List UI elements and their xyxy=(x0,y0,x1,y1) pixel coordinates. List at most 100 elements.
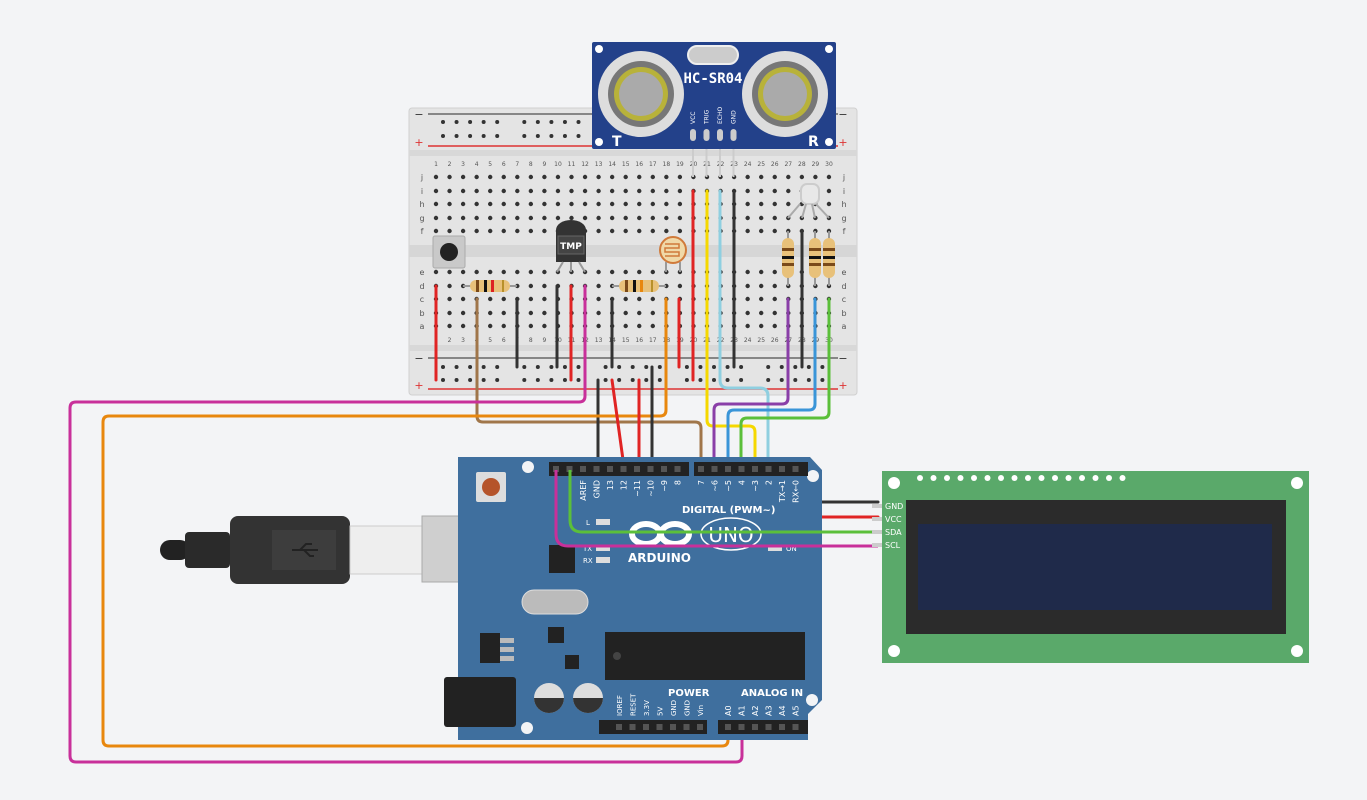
breadboard-hole[interactable] xyxy=(650,188,655,194)
breadboard-hole[interactable] xyxy=(637,310,642,316)
breadboard-hole[interactable] xyxy=(569,201,574,207)
breadboard-hole[interactable] xyxy=(623,174,628,180)
breadboard-hole[interactable] xyxy=(623,228,628,234)
breadboard-hole[interactable] xyxy=(664,201,669,207)
breadboard-hole[interactable] xyxy=(813,174,818,180)
rail-hole[interactable] xyxy=(779,378,784,382)
breadboard-hole[interactable] xyxy=(637,323,642,329)
rail-hole[interactable] xyxy=(468,378,473,382)
breadboard-hole[interactable] xyxy=(433,269,439,275)
breadboard-hole[interactable] xyxy=(637,188,642,194)
breadboard-hole[interactable] xyxy=(596,188,601,194)
breadboard-hole[interactable] xyxy=(488,228,493,234)
breadboard-hole[interactable] xyxy=(515,215,520,221)
breadboard-hole[interactable] xyxy=(542,201,547,207)
breadboard-hole[interactable] xyxy=(501,174,506,180)
wire-green-lcd-sda[interactable] xyxy=(568,470,878,534)
breadboard-hole[interactable] xyxy=(772,296,777,302)
rail-hole[interactable] xyxy=(522,134,527,138)
breadboard-hole[interactable] xyxy=(488,201,493,207)
rail-hole[interactable] xyxy=(535,378,540,382)
breadboard-hole[interactable] xyxy=(745,228,750,234)
rail-hole[interactable] xyxy=(441,120,445,124)
rail-hole[interactable] xyxy=(698,378,703,382)
digital-pin[interactable] xyxy=(765,466,772,472)
sensor-pin[interactable] xyxy=(717,129,723,141)
breadboard-hole[interactable] xyxy=(637,269,642,275)
breadboard-hole[interactable] xyxy=(488,296,493,302)
breadboard-hole[interactable] xyxy=(772,228,777,234)
breadboard-hole[interactable] xyxy=(677,188,683,194)
breadboard-hole[interactable] xyxy=(772,174,777,180)
digital-pin[interactable] xyxy=(620,466,627,472)
breadboard-hole[interactable] xyxy=(664,188,669,194)
digital-pin[interactable] xyxy=(634,466,640,472)
breadboard-hole[interactable] xyxy=(759,269,764,275)
rail-hole[interactable] xyxy=(441,134,445,138)
rail-hole[interactable] xyxy=(603,378,608,382)
breadboard[interactable]: 1122334455667788991010111112121313141415… xyxy=(408,107,858,396)
breadboard-hole[interactable] xyxy=(582,215,588,221)
breadboard-hole[interactable] xyxy=(447,310,452,316)
breadboard-hole[interactable] xyxy=(623,310,628,316)
rail-hole[interactable] xyxy=(441,365,445,369)
breadboard-hole[interactable] xyxy=(745,174,750,180)
power-pin[interactable] xyxy=(643,724,649,730)
breadboard-hole[interactable] xyxy=(542,188,547,194)
breadboard-hole[interactable] xyxy=(826,174,832,180)
breadboard-hole[interactable] xyxy=(623,296,628,302)
breadboard-hole[interactable] xyxy=(542,323,547,329)
breadboard-hole[interactable] xyxy=(460,215,466,221)
rail-hole[interactable] xyxy=(468,134,473,138)
digital-pin[interactable] xyxy=(647,466,654,472)
breadboard-hole[interactable] xyxy=(528,201,534,207)
breadboard-hole[interactable] xyxy=(555,201,561,207)
rail-hole[interactable] xyxy=(806,365,811,369)
breadboard-hole[interactable] xyxy=(623,188,628,194)
rail-hole[interactable] xyxy=(793,365,798,369)
breadboard-hole[interactable] xyxy=(501,215,506,221)
rail-hole[interactable] xyxy=(806,378,811,382)
rail-hole[interactable] xyxy=(576,120,581,124)
rail-hole[interactable] xyxy=(481,120,486,124)
rail-hole[interactable] xyxy=(535,134,540,138)
breadboard-hole[interactable] xyxy=(447,269,452,275)
rail-hole[interactable] xyxy=(549,120,554,124)
breadboard-hole[interactable] xyxy=(460,228,466,234)
rail-hole[interactable] xyxy=(522,120,527,124)
breadboard-hole[interactable] xyxy=(488,188,493,194)
breadboard-hole[interactable] xyxy=(555,188,561,194)
breadboard-hole[interactable] xyxy=(772,215,777,221)
rail-hole[interactable] xyxy=(562,365,567,369)
photoresistor[interactable] xyxy=(659,236,687,272)
rail-hole[interactable] xyxy=(468,120,473,124)
breadboard-hole[interactable] xyxy=(786,201,791,207)
breadboard-hole[interactable] xyxy=(460,310,466,316)
breadboard-hole[interactable] xyxy=(664,228,669,234)
breadboard-hole[interactable] xyxy=(677,201,683,207)
breadboard-hole[interactable] xyxy=(515,283,520,289)
breadboard-hole[interactable] xyxy=(555,174,561,180)
breadboard-hole[interactable] xyxy=(447,323,452,329)
rail-hole[interactable] xyxy=(603,365,608,369)
breadboard-hole[interactable] xyxy=(745,310,750,316)
breadboard-hole[interactable] xyxy=(677,174,683,180)
breadboard-hole[interactable] xyxy=(786,188,791,194)
rail-hole[interactable] xyxy=(468,365,473,369)
breadboard-hole[interactable] xyxy=(609,174,615,180)
wire-purple[interactable] xyxy=(712,297,790,472)
breadboard-hole[interactable] xyxy=(677,228,683,234)
rail-hole[interactable] xyxy=(481,365,486,369)
breadboard-hole[interactable] xyxy=(609,228,615,234)
rail-hole[interactable] xyxy=(454,378,459,382)
rail-hole[interactable] xyxy=(617,378,622,382)
rail-hole[interactable] xyxy=(820,378,825,382)
rail-hole[interactable] xyxy=(562,378,567,382)
breadboard-hole[interactable] xyxy=(555,215,561,221)
breadboard-hole[interactable] xyxy=(528,215,534,221)
breadboard-hole[interactable] xyxy=(474,174,479,180)
breadboard-hole[interactable] xyxy=(501,323,506,329)
digital-pin[interactable] xyxy=(593,466,600,472)
breadboard-hole[interactable] xyxy=(596,323,601,329)
